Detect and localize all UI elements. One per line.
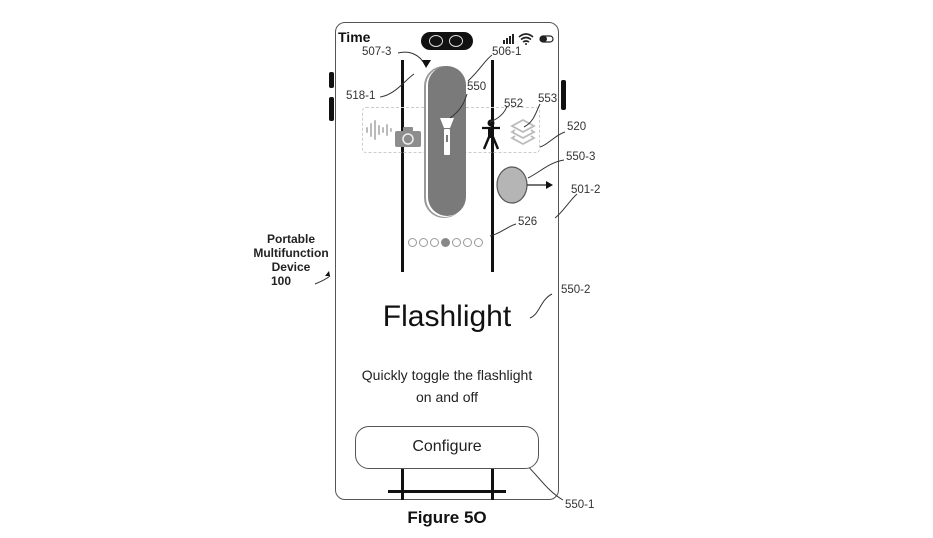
shortcuts-icon[interactable]: [510, 118, 536, 146]
ref-550-2: 550-2: [561, 284, 591, 296]
voice-memo-icon[interactable]: [364, 118, 394, 142]
ref-506-1: 506-1: [492, 46, 522, 58]
signal-icon: [503, 34, 514, 44]
figure-caption: Figure 5O: [407, 508, 487, 527]
device-label-line: Portable: [266, 232, 315, 246]
page-dot[interactable]: [430, 238, 439, 247]
page-dot[interactable]: [419, 238, 428, 247]
page-dot-active[interactable]: [441, 238, 450, 247]
ref-520: 520: [567, 121, 587, 133]
ref-501-2: 501-2: [571, 184, 601, 196]
device-label-line: Multifunction: [253, 246, 329, 260]
ref-550: 550: [467, 81, 487, 93]
left-boundary-line: [401, 60, 404, 272]
right-boundary-line: [491, 60, 494, 272]
device-label-line: 100: [270, 274, 292, 288]
device-label-line: Device: [271, 260, 311, 274]
description-line: on and off: [415, 389, 479, 405]
control-description: Quickly toggle the flashlight on and off: [335, 364, 559, 408]
swipe-contact-indicator: [496, 166, 553, 204]
ref-550-1: 550-1: [565, 499, 595, 511]
camera-icon[interactable]: [394, 126, 422, 148]
ref-550-3: 550-3: [566, 151, 596, 163]
status-icons: [503, 33, 554, 45]
power-button: [561, 80, 566, 110]
description-line: Quickly toggle the flashlight: [361, 367, 533, 383]
camera-lens-icon: [429, 35, 443, 47]
ref-507-3: 507-3: [362, 46, 392, 58]
device-label: Portable Multifunction Device 100: [245, 232, 337, 288]
ref-553: 553: [538, 93, 558, 105]
page-dot[interactable]: [452, 238, 461, 247]
ref-526: 526: [518, 216, 538, 228]
arrow-right-icon: [546, 181, 553, 189]
ref-552: 552: [504, 98, 524, 110]
page-indicator[interactable]: [408, 234, 498, 247]
sensor-lens-icon: [449, 35, 463, 47]
bottom-bracket-left: [401, 469, 404, 500]
flashlight-icon: [440, 118, 454, 155]
status-time: Time: [338, 29, 371, 45]
ref-518-1: 518-1: [346, 90, 376, 102]
accessibility-icon[interactable]: [481, 119, 501, 151]
bottom-bracket-horizontal: [388, 490, 506, 493]
page-dot[interactable]: [474, 238, 483, 247]
side-button-top: [329, 72, 334, 88]
battery-icon: [539, 35, 554, 43]
camera-notch: [421, 32, 473, 50]
configure-button[interactable]: Configure: [355, 426, 539, 469]
wifi-icon: [518, 33, 534, 45]
volume-button: [329, 97, 334, 121]
bottom-bracket-right: [491, 469, 494, 500]
control-title: Flashlight: [382, 300, 512, 333]
page-dot[interactable]: [408, 238, 417, 247]
page-dot[interactable]: [463, 238, 472, 247]
